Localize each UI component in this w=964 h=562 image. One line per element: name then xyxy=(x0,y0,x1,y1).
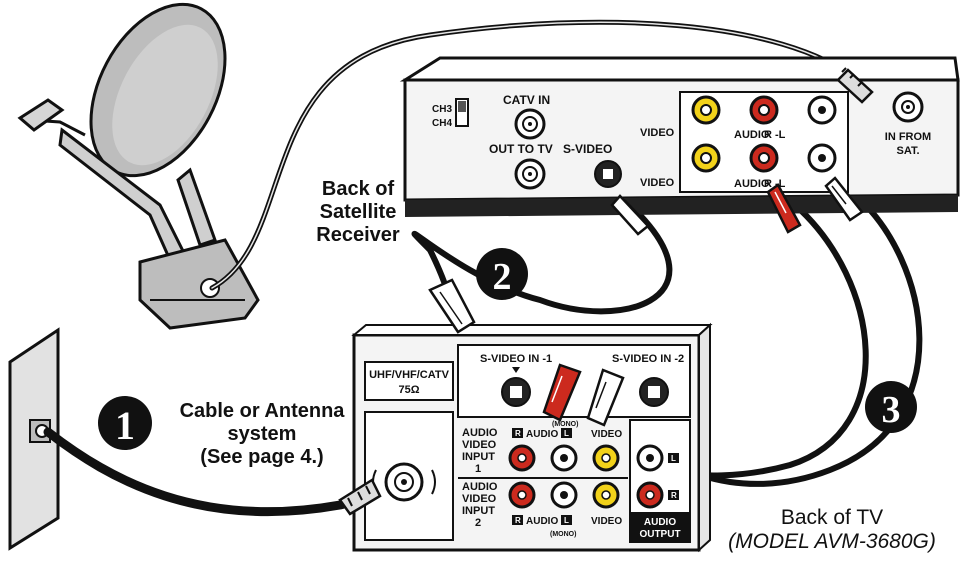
step-1-badge: 1 xyxy=(98,396,152,450)
caption-line: Receiver xyxy=(316,224,400,246)
s-video-in-1-label: S-VIDEO IN -1 xyxy=(480,353,552,365)
caption-line: (See page 4.) xyxy=(200,446,324,468)
input2-r-badge: R xyxy=(515,516,521,525)
input2-video-jack[interactable] xyxy=(592,481,620,509)
receiver-r-label-top: R xyxy=(764,129,772,141)
tv-back-panel: UHF/VHF/CATV 75Ω S-VIDEO IN -1 S-VIDEO I… xyxy=(351,322,713,553)
input1-audio-l-jack[interactable] xyxy=(550,444,578,472)
input1-line4: 1 xyxy=(475,463,481,475)
receiver-audio-r-jack-bottom[interactable] xyxy=(749,143,779,173)
receiver-s-video-label: S-VIDEO xyxy=(563,142,612,156)
receiver-audio-r-jack-top[interactable] xyxy=(749,95,779,125)
receiver-video-label-bottom: VIDEO xyxy=(640,177,675,189)
receiver-s-video-jack[interactable] xyxy=(594,160,622,188)
receiver-audio-label-bottom: AUDIO xyxy=(734,178,770,190)
input2-line3: INPUT xyxy=(462,505,495,517)
receiver-video-jack-top[interactable] xyxy=(691,95,721,125)
input2-audio-r-jack[interactable] xyxy=(508,481,536,509)
rca-plug-white-tv-icon xyxy=(586,368,625,427)
input1-line1: AUDIO xyxy=(462,427,498,439)
s-video-in-1-jack[interactable] xyxy=(501,377,531,407)
step-2-badge: 2 xyxy=(476,248,528,300)
receiver-l-label-top: -L xyxy=(775,129,786,141)
input2-line1: AUDIO xyxy=(462,481,498,493)
catv-in-label: CATV IN xyxy=(503,93,550,107)
rca-plug-red-receiver-icon xyxy=(766,183,802,234)
input1-audio-label: AUDIO xyxy=(526,429,558,440)
receiver-audio-l-jack-top[interactable] xyxy=(807,95,837,125)
svg-text:3: 3 xyxy=(882,389,901,431)
tv-caption-model: (MODEL AVM-3680G) xyxy=(728,530,936,554)
satellite-receiver: CH3 CH4 CATV IN OUT TO TV S-VIDEO VIDEO … xyxy=(399,56,960,217)
input2-audio-label: AUDIO xyxy=(526,516,558,527)
receiver-video-label-top: VIDEO xyxy=(640,127,675,139)
out-to-tv-jack[interactable] xyxy=(514,158,546,190)
caption-line: Back of xyxy=(321,178,395,200)
step-3-badge: 3 xyxy=(865,381,917,433)
input1-r-badge: R xyxy=(515,429,521,438)
receiver-l-label-bottom: -L xyxy=(775,178,786,190)
input2-mono-label: (MONO) xyxy=(550,531,576,538)
input2-audio-l-jack[interactable] xyxy=(550,481,578,509)
s-video-plug-icon xyxy=(610,194,650,236)
input1-line3: INPUT xyxy=(462,451,495,463)
coax-plug-tv-icon xyxy=(338,478,382,516)
in-from-sat-jack[interactable] xyxy=(892,91,924,123)
receiver-audio-label-top: AUDIO xyxy=(734,129,770,141)
rca-plug-white-receiver-icon xyxy=(824,176,864,222)
input2-line4: 2 xyxy=(475,517,481,529)
input1-mono-label: (MONO) xyxy=(552,421,578,428)
wall-outlet-icon xyxy=(8,327,60,551)
audio-output-l-jack[interactable] xyxy=(636,444,664,472)
tv-caption: Back of TV (MODEL AVM-3680G) xyxy=(712,506,952,554)
input2-line2: VIDEO xyxy=(462,493,497,505)
input1-l-badge: L xyxy=(564,429,569,438)
caption-line: Satellite xyxy=(319,201,397,223)
receiver-video-jack-bottom[interactable] xyxy=(691,143,721,173)
caption-line: Cable or Antenna xyxy=(179,400,345,422)
satellite-dish-icon xyxy=(17,2,260,330)
s-video-in-2-jack[interactable] xyxy=(639,377,669,407)
audio-output-r-badge: R xyxy=(671,491,677,500)
ch4-label: CH4 xyxy=(432,118,452,129)
audio-output-r-jack[interactable] xyxy=(636,481,664,509)
input1-line2: VIDEO xyxy=(462,439,497,451)
input1-audio-r-jack[interactable] xyxy=(508,444,536,472)
out-to-tv-label: OUT TO TV xyxy=(489,142,553,156)
receiver-r-label-bottom: R xyxy=(764,178,772,190)
input1-video-label: VIDEO xyxy=(591,429,622,440)
audio-output-line2: OUTPUT xyxy=(639,529,680,540)
sat-label: SAT. xyxy=(896,145,919,157)
s-video-plug-tv-icon xyxy=(428,278,476,334)
in-from-label: IN FROM xyxy=(885,131,931,143)
antenna-caption: Cable or Antenna system (See page 4.) xyxy=(162,400,362,469)
audio-output-line1: AUDIO xyxy=(644,517,676,528)
s-video-in-2-label: S-VIDEO IN -2 xyxy=(612,353,684,365)
uhf-vhf-catv-label: UHF/VHF/CATV xyxy=(369,369,450,381)
input2-video-label: VIDEO xyxy=(591,516,622,527)
tv-antenna-jack[interactable] xyxy=(372,462,436,502)
caption-line: system xyxy=(227,423,297,445)
ch3-label: CH3 xyxy=(432,104,452,115)
input2-l-badge: L xyxy=(564,516,569,525)
audio-output-l-badge: L xyxy=(671,454,676,463)
svg-text:1: 1 xyxy=(115,403,135,448)
rca-plug-red-tv-icon xyxy=(542,363,582,422)
svg-text:2: 2 xyxy=(493,256,512,298)
satellite-receiver-caption: Back of Satellite Receiver xyxy=(298,178,418,247)
receiver-audio-l-jack-bottom[interactable] xyxy=(807,143,837,173)
input1-video-jack[interactable] xyxy=(592,444,620,472)
tv-caption-title: Back of TV xyxy=(780,506,884,529)
catv-in-jack[interactable] xyxy=(514,108,546,140)
ohm-label: 75Ω xyxy=(398,384,419,396)
coax-plug-icon xyxy=(836,67,874,104)
